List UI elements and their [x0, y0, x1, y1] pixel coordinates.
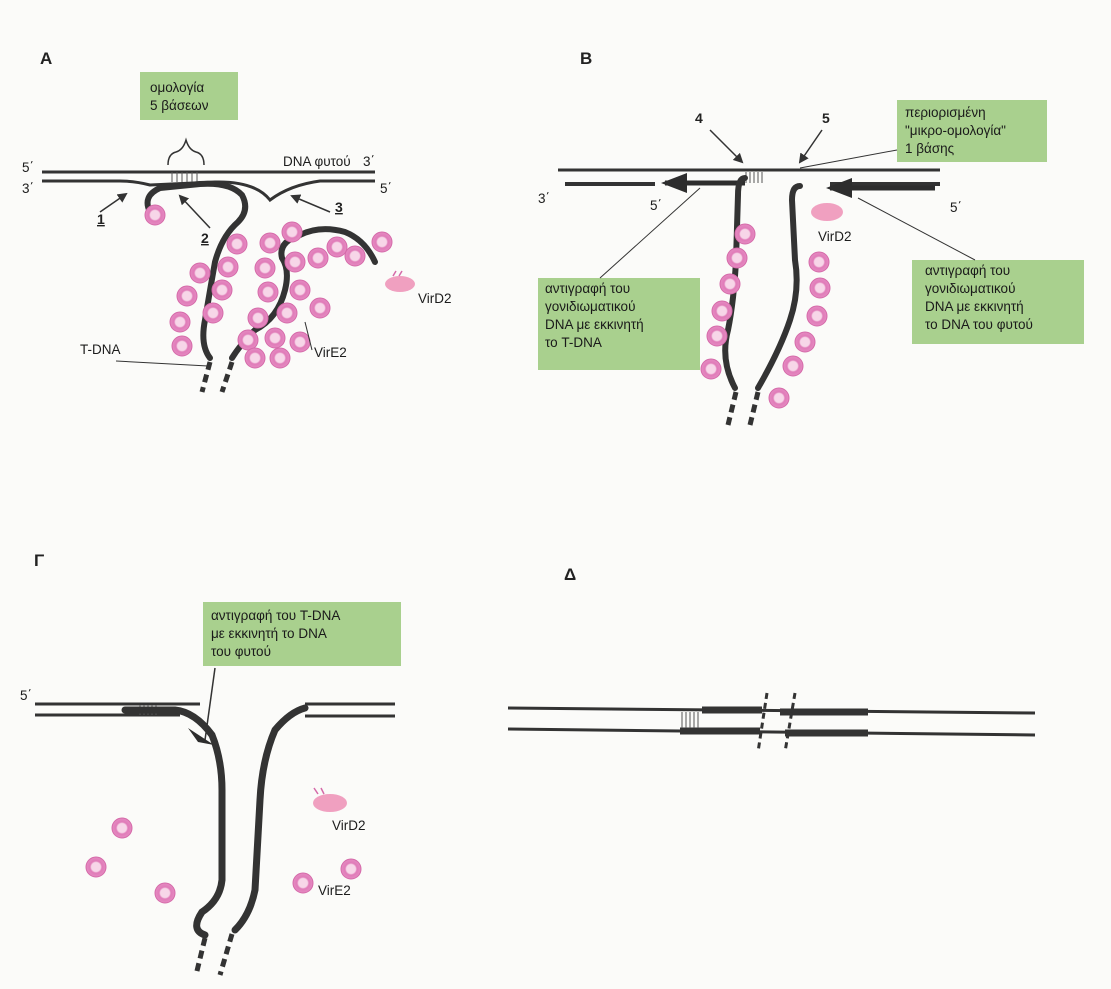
- homology-hatch-d: [682, 712, 698, 728]
- panel-a: A ομολογία 5 βάσεων 5΄ 3΄ DNA φυτού 3΄ 5…: [22, 49, 452, 392]
- step-3-arrow: [292, 196, 330, 212]
- step-1-label: 1: [97, 211, 105, 227]
- micro-homology-line-2: "μικρο-ομολογία": [905, 123, 1006, 138]
- vird2-label-g: VirD2: [332, 818, 366, 833]
- tdna-cut-ends: [202, 362, 232, 392]
- step-2-label: 2: [201, 230, 209, 246]
- end-3-left: 3΄: [22, 181, 34, 196]
- tdna-cut-ends-b: [728, 392, 758, 425]
- tdna-cut-ends-g: [196, 934, 232, 975]
- step-1-arrow: [100, 194, 126, 212]
- step-5-arrow: [800, 130, 822, 162]
- right-box-line-3: DNA με εκκινητή: [925, 299, 1024, 314]
- micro-homology-line-1: περιορισμένη: [905, 105, 986, 120]
- homology-box-line-2: 5 βάσεων: [150, 98, 209, 113]
- panel-label-a: A: [40, 49, 52, 68]
- vird2-protein-a: [385, 271, 415, 292]
- tdna-breaks-d: [758, 693, 795, 752]
- left-box-line-3: DNA με εκκινητή: [545, 317, 644, 332]
- panel-g: Γ αντιγραφή του T-DNA με εκκινητή το DNA…: [20, 551, 401, 975]
- plant-dna-label: DNA φυτού: [283, 154, 351, 169]
- panel-label-d: Δ: [564, 565, 576, 584]
- vird2-label-b: VirD2: [818, 229, 852, 244]
- right-box-line-1: αντιγραφή του: [925, 263, 1010, 278]
- panel-b: B περιορισμένη "μικρο-ομολογία" 1 βάσης …: [538, 49, 1084, 425]
- left-box-line-4: το T-DNA: [545, 335, 602, 350]
- homology-brace: [168, 140, 204, 165]
- end-5-g: 5΄: [20, 688, 32, 703]
- vire2-label-g: VirE2: [318, 883, 351, 898]
- left-box-line-2: γονιδιωματικού: [545, 299, 635, 314]
- copy-tdna-line-1: αντιγραφή του T-DNA: [211, 608, 340, 623]
- micro-homology-pointer: [800, 150, 897, 168]
- step-5-label: 5: [822, 110, 830, 126]
- vire2-spheres-a: [145, 205, 392, 368]
- panel-label-g: Γ: [34, 551, 44, 570]
- copy-tdna-line-3: του φυτού: [211, 644, 271, 659]
- step-4-arrow: [710, 130, 742, 162]
- vird2-protein-g: [313, 788, 347, 812]
- end-3-right: 3΄: [363, 154, 375, 169]
- integrated-dna-bottom-strand: [508, 729, 1035, 735]
- copy-tdna-line-2: με εκκινητή το DNA: [211, 626, 327, 641]
- panel-label-b: B: [580, 49, 592, 68]
- right-box-line-4: το DNA του φυτού: [925, 317, 1033, 332]
- vird2-protein-b: [811, 203, 843, 221]
- step-3-label: 3: [335, 199, 343, 215]
- step-4-label: 4: [695, 110, 703, 126]
- tdna-pointer: [116, 361, 208, 366]
- right-box-line-2: γονιδιωματικού: [925, 281, 1015, 296]
- homology-box-line-1: ομολογία: [150, 80, 204, 95]
- end-5-left: 5΄: [22, 160, 34, 175]
- left-box-line-1: αντιγραφή του: [545, 281, 630, 296]
- end-3-b: 3΄: [538, 191, 550, 206]
- tdna-strand-g-right: [235, 708, 305, 930]
- homology-hatch-b: [746, 172, 762, 183]
- panel-d: Δ: [508, 565, 1035, 752]
- end-5-mid-b: 5΄: [650, 198, 662, 213]
- step-2-arrow: [180, 196, 210, 228]
- integrated-dna-top-strand: [508, 708, 1035, 713]
- vire2-label-a: VirE2: [314, 345, 347, 360]
- end-5-right-b: 5΄: [950, 200, 962, 215]
- end-5-right: 5΄: [380, 181, 392, 196]
- tdna-label: T-DNA: [80, 342, 121, 357]
- micro-homology-line-3: 1 βάσης: [905, 141, 955, 156]
- vird2-label-a: VirD2: [418, 291, 452, 306]
